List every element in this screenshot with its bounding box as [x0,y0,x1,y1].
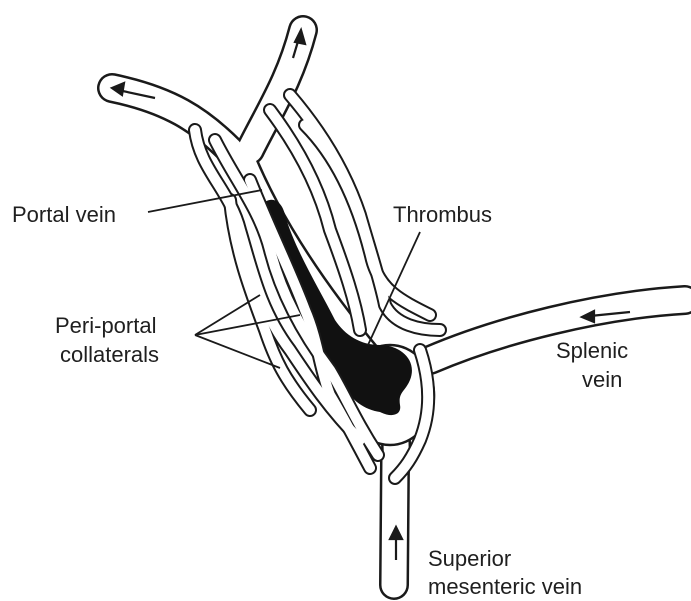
main-vessels [112,30,685,585]
label-peri-portal: Peri-portal [55,313,156,338]
label-thrombus: Thrombus [393,202,492,227]
label-portal-vein: Portal vein [12,202,116,227]
label-collaterals: collaterals [60,342,159,367]
label-superior: Superior [428,546,511,571]
label-mesenteric-vein: mesenteric vein [428,574,582,599]
label-vein: vein [582,367,622,392]
label-splenic: Splenic [556,338,628,363]
